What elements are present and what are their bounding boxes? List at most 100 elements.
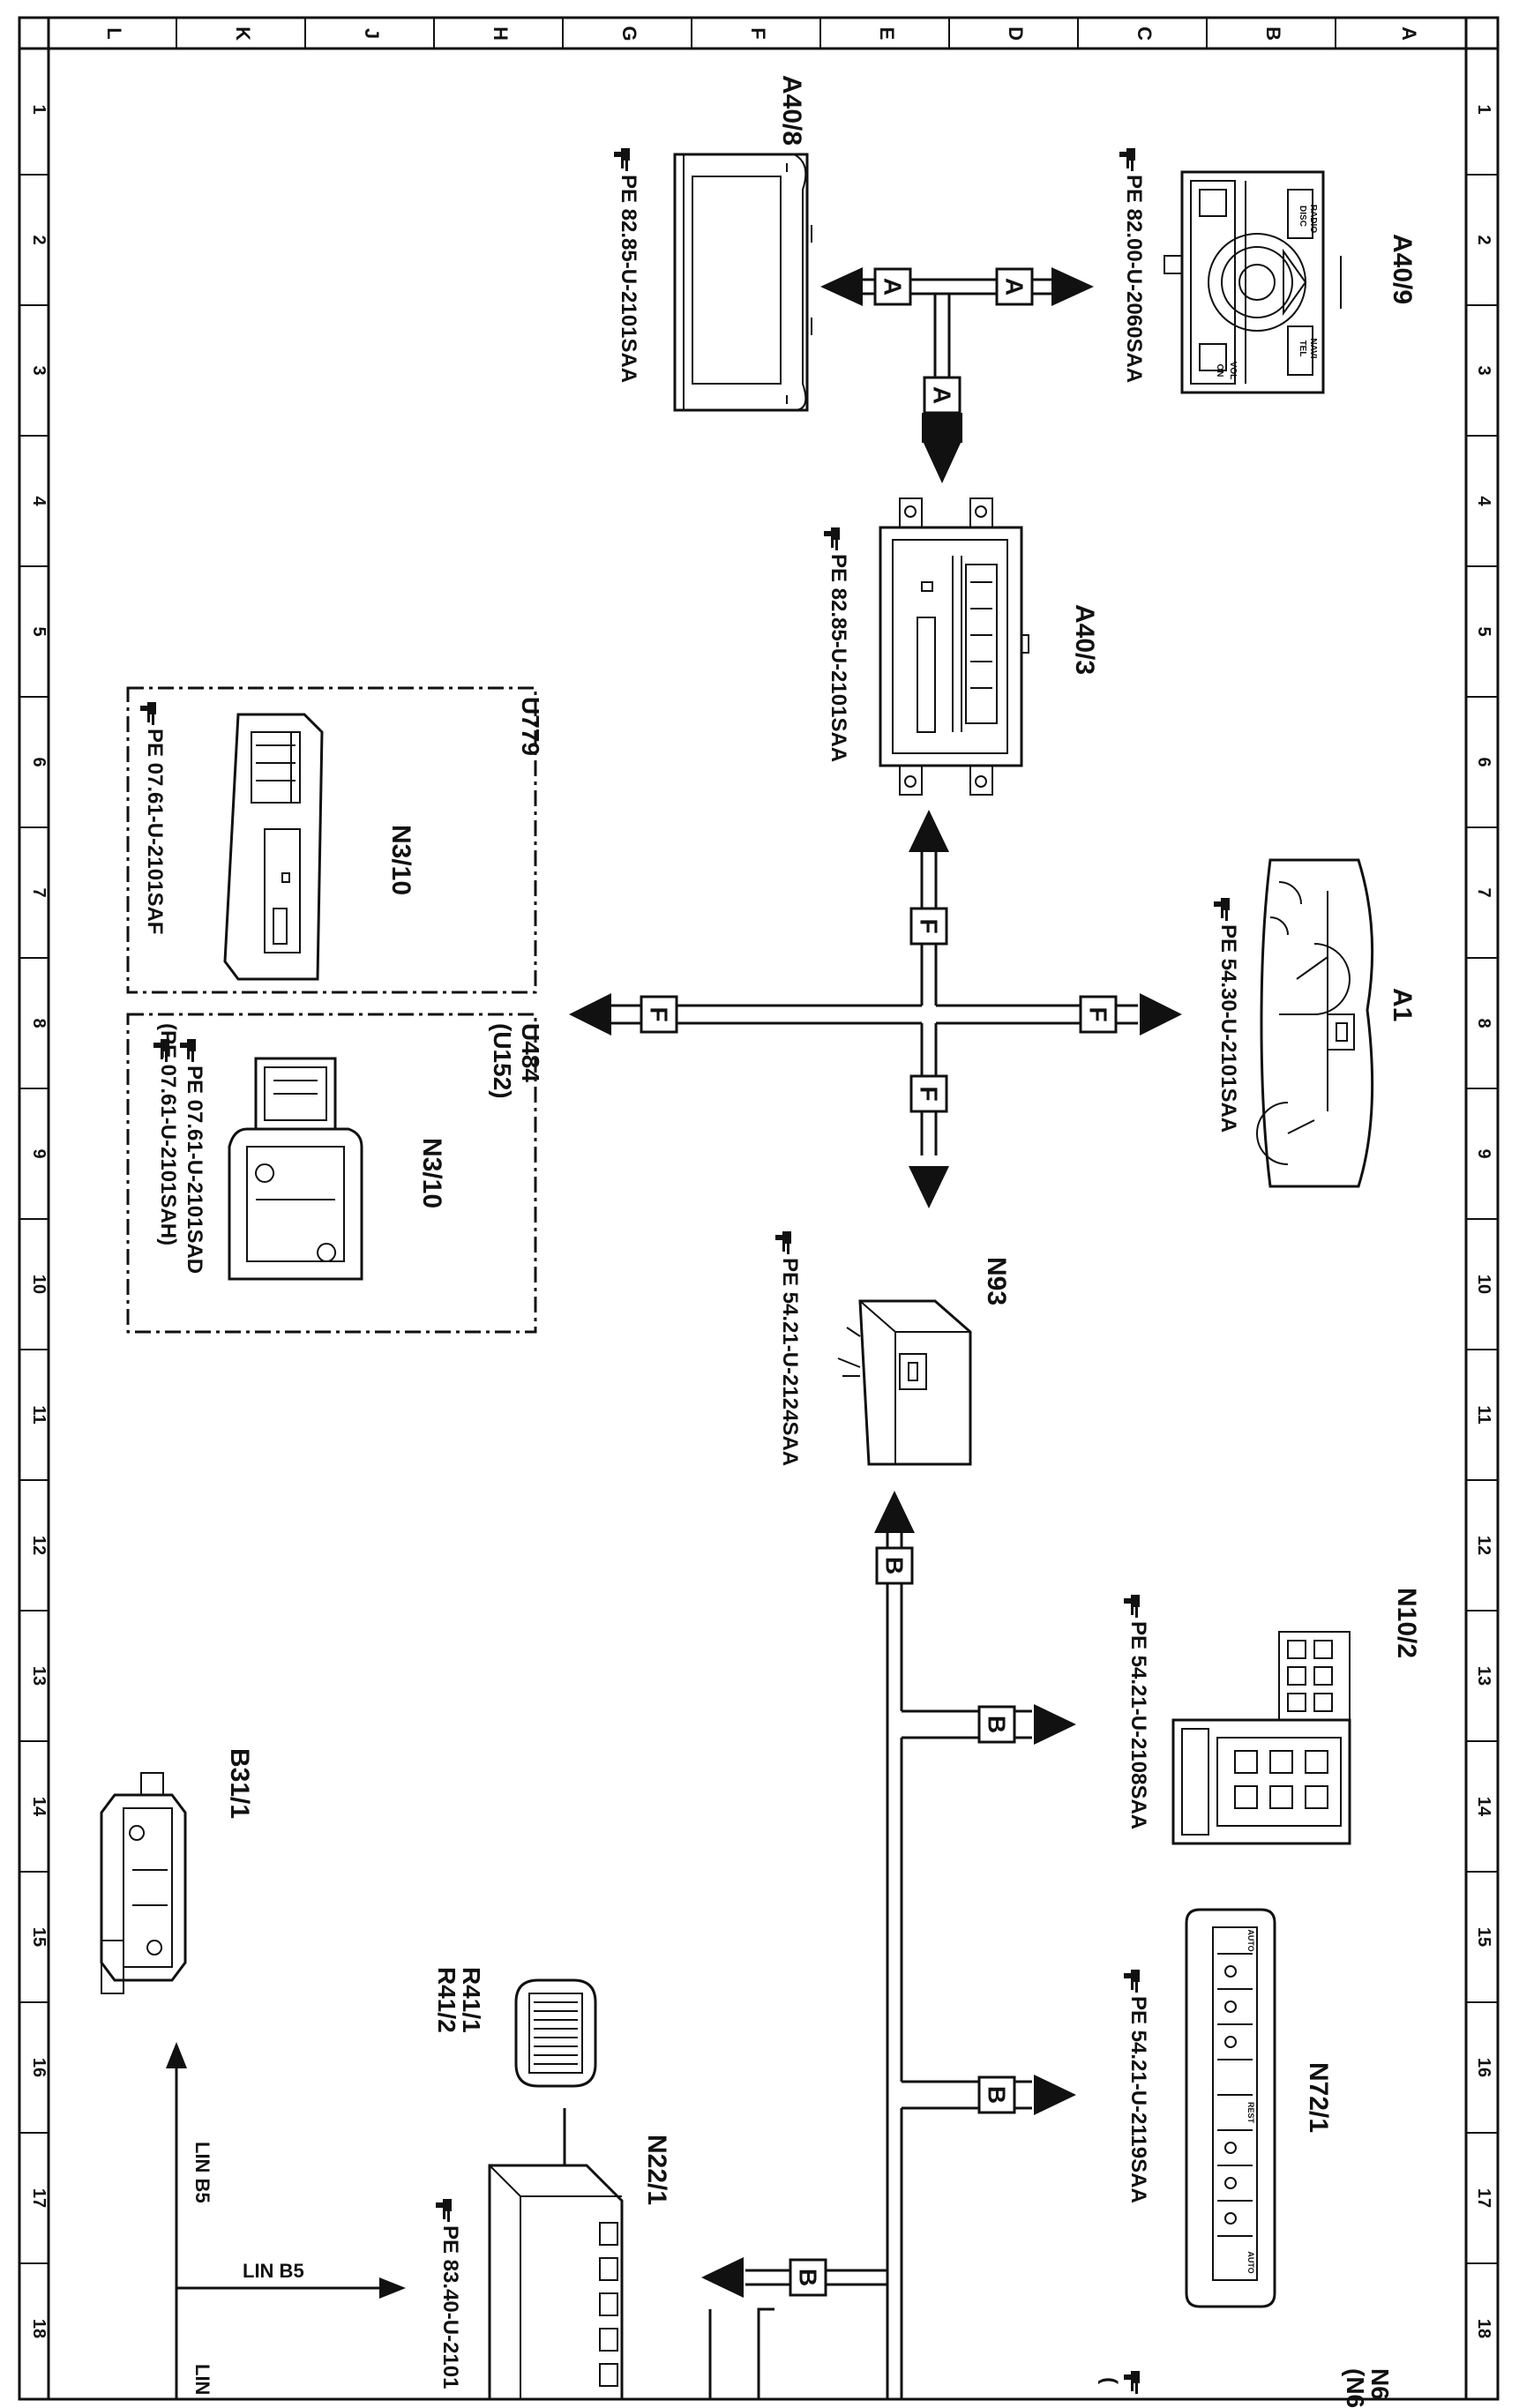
- u779-ref: PE 07.61-U-2101SAF: [143, 729, 167, 934]
- grid-row-1-left: 1: [29, 104, 49, 114]
- pointing-hand-icon: [180, 1039, 196, 1062]
- bus-b-label: B: [795, 2269, 822, 2286]
- grid-col-c: C: [1134, 26, 1156, 41]
- a40-9-button-radio: RADIO: [1308, 205, 1318, 233]
- lin-b5: LIN B5 LIN B5 LIN: [166, 2042, 406, 2399]
- a40-8-label: A40/8: [777, 75, 806, 146]
- cut-ref: (: [1097, 2377, 1121, 2384]
- grid-row-18-left: 18: [29, 2319, 49, 2338]
- grid-row-3-left: 3: [29, 365, 49, 375]
- grid-col-b: B: [1262, 26, 1284, 41]
- bus-f: F F F F: [569, 810, 1182, 1208]
- cut-label: N6: [1366, 2368, 1394, 2400]
- bus-b-label: B: [881, 1557, 909, 1574]
- grid-row-15-right: 15: [1474, 1927, 1493, 1947]
- grid-row-2-right: 2: [1474, 235, 1493, 244]
- grid-col-e: E: [876, 27, 898, 41]
- arrowhead-icon: [701, 2257, 744, 2298]
- pointing-hand-icon: [1119, 148, 1135, 171]
- a40-8-ref: PE 82.85-U-2101SAA: [617, 175, 640, 383]
- a40-9-button-disc: DISC: [1298, 206, 1307, 227]
- grid-col-h: H: [490, 26, 512, 41]
- grid-col-d: D: [1005, 26, 1027, 41]
- grid-row-13-right: 13: [1474, 1666, 1493, 1686]
- u779-label: N3/10: [386, 825, 415, 895]
- pointing-hand-icon: [1124, 2371, 1140, 2394]
- arrowhead-icon: [909, 810, 949, 852]
- grid-row-5-left: 5: [29, 626, 49, 636]
- grid-row-9-right: 9: [1474, 1148, 1493, 1158]
- grid-row-2-left: 2: [29, 235, 49, 244]
- u779-code: U779: [517, 697, 544, 756]
- cut-code: (N6: [1342, 2368, 1369, 2408]
- arrowhead-icon: [923, 441, 962, 483]
- pointing-hand-icon: [1124, 1595, 1140, 1618]
- a40-3-label: A40/3: [1070, 604, 1099, 675]
- arrowhead-icon: [1034, 1704, 1076, 1745]
- lin-b5-vertical-label: LIN B5: [191, 2142, 213, 2203]
- n72-1-button-rest: REST: [1246, 2102, 1255, 2124]
- grid-row-17-right: 17: [1474, 2188, 1493, 2208]
- bus-a-badge: [923, 376, 962, 415]
- u484-ref1: PE 07.61-U-2101SAD: [183, 1066, 206, 1274]
- grid-row-12-left: 12: [29, 1536, 49, 1555]
- bus-a-badge: [995, 267, 1034, 306]
- a40-9-button-tel: TEL: [1298, 340, 1307, 357]
- bus-f-badge: [909, 1074, 948, 1113]
- bus-a: A A A: [820, 267, 1094, 483]
- lin-b5-horizontal-label: LIN B5: [243, 2260, 304, 2282]
- component-a40-3: A40/3 PE 82.85-U-2101SAA: [824, 497, 1099, 796]
- grid-col-j: J: [361, 28, 383, 39]
- arrowhead-icon: [909, 1166, 949, 1208]
- bus-b: B B B B: [701, 1491, 1076, 2399]
- component-cut-off: N6 (N6 (: [1097, 2368, 1394, 2408]
- grid-row-18-right: 18: [1474, 2319, 1493, 2338]
- grid-row-4-right: 4: [1474, 496, 1493, 506]
- arrowhead-icon: [569, 993, 611, 1036]
- grid-row-11-right: 11: [1474, 1405, 1493, 1424]
- bus-f-label: F: [1085, 1006, 1112, 1021]
- pointing-hand-icon: [1124, 1970, 1140, 1993]
- grid-row-15-left: 15: [29, 1927, 49, 1947]
- grid-row-10-left: 10: [29, 1275, 49, 1294]
- bus-f-label: F: [646, 1006, 673, 1021]
- bus-a-label: A: [929, 386, 956, 404]
- bus-b-badge: [977, 2075, 1016, 2114]
- n93-ref: PE 54.21-U-2124SAA: [778, 1258, 802, 1466]
- arrowhead-icon: [379, 2277, 406, 2299]
- bus-a-badge: [873, 267, 912, 306]
- u484-ref2: (PE 07.61-U-2101SAH): [156, 1023, 180, 1245]
- grid-row-14-right: 14: [1474, 1797, 1493, 1817]
- component-n72-1: AUTO REST AUTO N72/1 PE 54.21-U-2119SAA: [1124, 1908, 1333, 2308]
- pointing-hand-icon: [140, 702, 156, 725]
- a1-label: A1: [1388, 988, 1417, 1021]
- bus-b-badge: [875, 1546, 914, 1585]
- pointing-hand-icon: [824, 527, 840, 550]
- bus-b-badge: [977, 1705, 1016, 1744]
- component-a1: A1 PE 54.30-U-2101SAA: [1214, 858, 1417, 1188]
- grid-row-5-right: 5: [1474, 626, 1493, 636]
- bus-f-label: F: [916, 918, 943, 933]
- arrowhead-icon: [1034, 2075, 1076, 2115]
- grid-row-17-left: 17: [29, 2188, 49, 2208]
- grid-row-7-left: 7: [29, 887, 49, 897]
- pointing-hand-icon: [775, 1231, 791, 1254]
- a40-3-ref: PE 82.85-U-2101SAA: [827, 554, 850, 762]
- bus-b-label: B: [984, 1716, 1011, 1733]
- grid-row-6-right: 6: [1474, 757, 1493, 767]
- u484-code2: (U152): [489, 1023, 516, 1099]
- a40-9-button-on: ON: [1215, 364, 1224, 378]
- a40-9-button-navi: NAVI: [1308, 338, 1318, 358]
- bus-b-label: B: [984, 2086, 1011, 2104]
- bus-a-label: A: [879, 278, 907, 295]
- pointing-hand-icon: [614, 148, 630, 171]
- r41-label-1: R41/1: [458, 1967, 485, 2033]
- grid-row-4-left: 4: [29, 496, 49, 506]
- grid-column-labels: L K J H G F E D C B A: [103, 18, 1420, 49]
- grid-col-f: F: [747, 27, 769, 39]
- bus-a-label: A: [1001, 278, 1029, 295]
- arrowhead-icon: [1140, 993, 1182, 1036]
- n10-2-label: N10/2: [1392, 1588, 1421, 1658]
- grid-col-g: G: [618, 26, 640, 41]
